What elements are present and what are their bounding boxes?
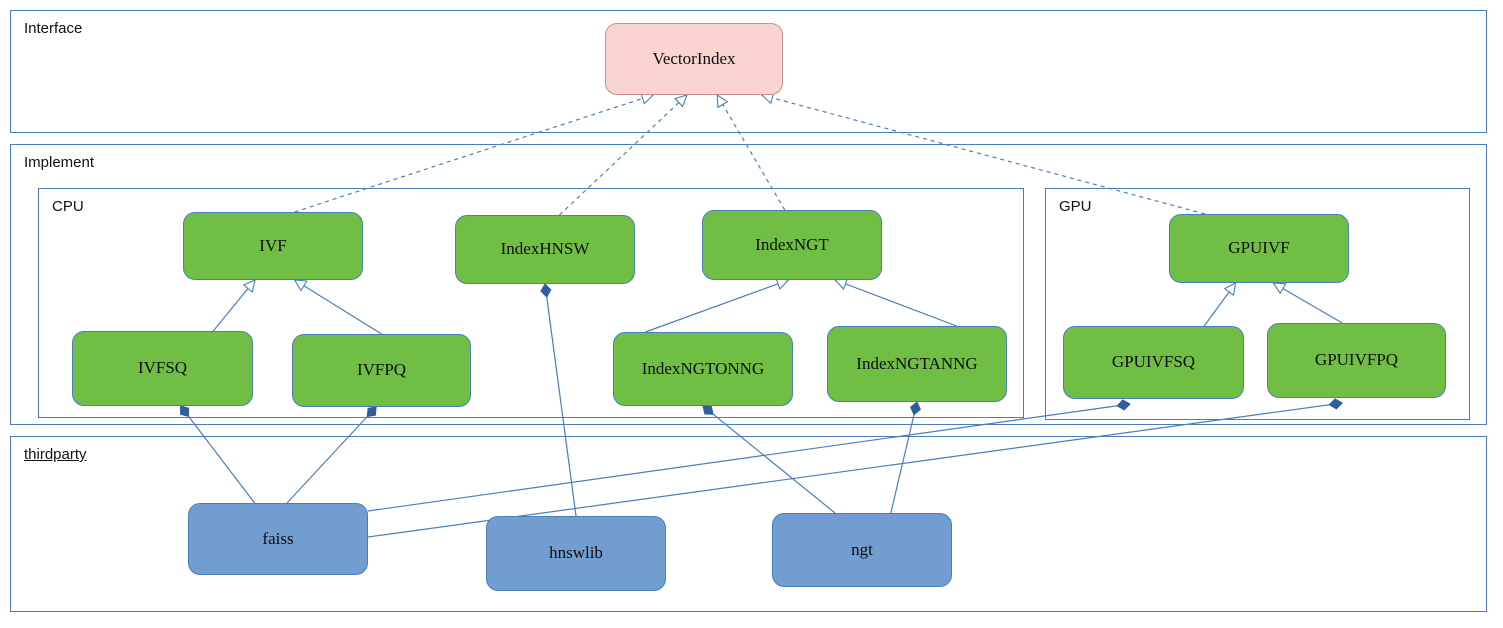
node-label: GPUIVFSQ [1111, 352, 1196, 372]
node-indexngt[interactable]: IndexNGT [702, 210, 882, 280]
group-box-gpu [1045, 188, 1470, 420]
node-gpuivfpq[interactable]: GPUIVFPQ [1267, 323, 1446, 398]
group-label-implement: Implement [24, 154, 95, 171]
node-label: faiss [262, 528, 294, 548]
node-indexhnsw[interactable]: IndexHNSW [455, 215, 635, 284]
node-label: VectorIndex [652, 48, 736, 68]
node-vectorindex[interactable]: VectorIndex [605, 23, 783, 95]
node-label: IVFPQ [356, 360, 407, 380]
node-ivfsq[interactable]: IVFSQ [72, 331, 253, 406]
node-label: IndexNGTONNG [641, 358, 765, 378]
node-ivfpq[interactable]: IVFPQ [292, 334, 471, 407]
node-indexngtonng[interactable]: IndexNGTONNG [613, 332, 793, 406]
group-label-gpu: GPU [1059, 198, 1092, 215]
group-box-interface [10, 10, 1487, 133]
node-gpuivf[interactable]: GPUIVF [1169, 214, 1349, 283]
node-gpuivfsq[interactable]: GPUIVFSQ [1063, 326, 1244, 399]
node-label: ngt [851, 539, 873, 559]
node-label: IndexHNSW [500, 239, 590, 259]
node-indexngtanng[interactable]: IndexNGTANNG [827, 326, 1007, 402]
node-label: hnswlib [549, 543, 603, 563]
node-label: IndexNGT [755, 234, 829, 254]
group-label-interface: Interface [24, 20, 83, 37]
node-faiss[interactable]: faiss [188, 503, 368, 575]
node-label: IVFSQ [137, 358, 188, 378]
node-ngt[interactable]: ngt [772, 513, 952, 587]
node-label: GPUIVF [1228, 238, 1290, 258]
node-hnswlib[interactable]: hnswlib [486, 516, 666, 591]
node-label: IVF [259, 235, 287, 255]
node-label: GPUIVFPQ [1314, 350, 1399, 370]
node-label: IndexNGTANNG [856, 353, 978, 373]
group-label-cpu: CPU [52, 198, 84, 215]
node-ivf[interactable]: IVF [183, 212, 363, 280]
group-box-thirdparty [10, 436, 1487, 612]
group-box-implement [10, 144, 1487, 425]
group-box-cpu [38, 188, 1024, 418]
group-label-thirdparty: thirdparty [24, 446, 87, 463]
